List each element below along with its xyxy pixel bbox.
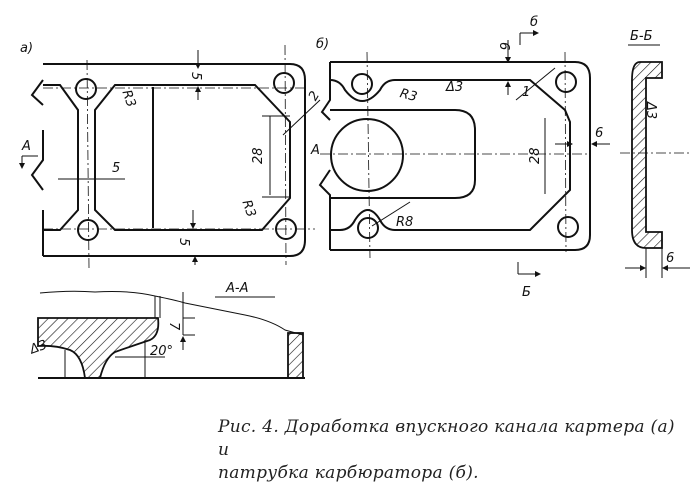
section-aa-drawing: [37, 290, 305, 379]
section-mark-a: А: [21, 139, 31, 154]
dim-angle-aa: 20°: [150, 344, 173, 359]
view-b-drawing: [318, 30, 610, 277]
dim-side-b: 6: [595, 126, 603, 141]
section-bb-drawing: [620, 44, 690, 278]
section-bb-title: Б-Б: [630, 29, 653, 44]
caption-line-2: патрубка карбюратора (б).: [218, 463, 479, 483]
section-aa-title: А-А: [225, 281, 248, 296]
dim-radius-right: R3: [238, 198, 258, 219]
dim-height-b: 28: [528, 147, 543, 164]
dim-chamfer-a: 2: [306, 89, 323, 104]
section-mark-b: А: [310, 143, 320, 158]
dim-hole-radius: R8: [396, 215, 413, 230]
view-b-label: б): [316, 37, 329, 52]
dim-radius-b: R3: [398, 86, 419, 105]
dim-top-gap: 5: [188, 72, 203, 80]
dim-top-gap-b: 6: [496, 42, 511, 50]
dim-chamfer-b: 1: [522, 85, 530, 100]
view-a-label: а): [20, 41, 33, 56]
dim-wall-bb: Δ3: [643, 101, 658, 119]
caption-line-1: Рис. 4. Доработка впускного канала карте…: [218, 417, 675, 460]
dim-width-bb: 6: [666, 251, 674, 266]
section-b-bottom-mark: Б: [522, 285, 531, 300]
dim-radius-left: R3: [118, 88, 138, 109]
dim-bottom-gap: 5: [176, 238, 191, 246]
dim-wall-aa: Δ3: [27, 338, 49, 358]
section-b-top-mark: б: [530, 15, 538, 30]
figure-caption: Рис. 4. Доработка впускного канала карте…: [218, 416, 688, 485]
view-a-drawing: [19, 44, 321, 269]
dim-depth-aa: 7: [166, 322, 181, 331]
dim-height-a: 28: [251, 147, 266, 164]
dim-bridge: 5: [112, 161, 120, 176]
dim-wall-b: Δ3: [445, 80, 463, 95]
